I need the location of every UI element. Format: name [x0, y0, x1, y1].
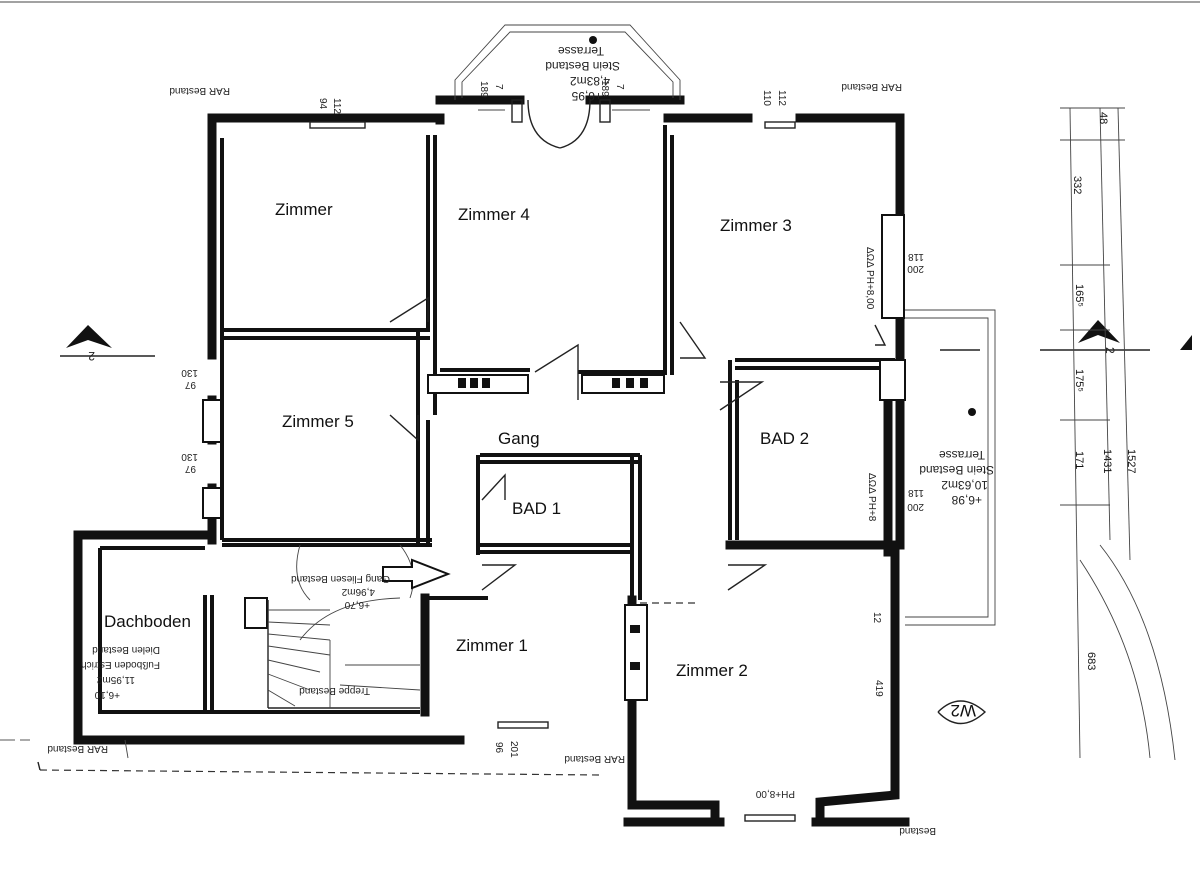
chain-1527: 1527	[1125, 449, 1137, 473]
room-zimmer: Zimmer	[275, 200, 333, 219]
rar-bottom-left: RAR Bestand	[47, 743, 108, 754]
right-terrace-area: 10,63m2	[941, 478, 988, 492]
dim-7-r: 7	[614, 84, 625, 90]
ph-right-top: ΔΩΔ PH+8,00	[864, 247, 875, 310]
room-dachboden: Dachboden	[104, 612, 191, 631]
right-terrace-text: +6,98 10,63m2 Stein Bestand Terrasse	[919, 448, 994, 507]
right-terrace-level: +6,98	[951, 493, 982, 507]
dachboden-note: +6,10 11,95m2 Fußboden Estrich Dielen Be…	[81, 644, 160, 700]
chain-332: 332	[1071, 176, 1083, 194]
dim-7-l: 7	[493, 84, 504, 90]
room-labels: Zimmer Zimmer 4 Zimmer 3 Zimmer 5 Gang B…	[104, 200, 809, 680]
room-bad-2: BAD 2	[760, 429, 809, 448]
chain-1431: 1431	[1101, 449, 1113, 473]
dim-110: 110	[761, 90, 772, 106]
misc-lines	[0, 1, 1200, 776]
dach-area: 11,95m2	[96, 674, 135, 685]
dim-200-b: 200	[907, 501, 924, 512]
room-zimmer-2: Zimmer 2	[676, 661, 748, 680]
w2-label: W2	[951, 701, 977, 720]
top-terrace-text: +6,95 4,83m2 Stein Bestand Terrasse	[545, 44, 620, 103]
ph-bottom: PH+8,00	[755, 788, 795, 799]
chain-48: 48	[1097, 112, 1109, 124]
dimension-texts: 112 94 189 7 189 7 110 112 118 200 118 2…	[181, 80, 924, 758]
gang-level: +6,70	[344, 599, 370, 610]
dim-94: 94	[317, 98, 328, 110]
rar-top-right: RAR Bestand	[841, 81, 902, 92]
room-zimmer-4: Zimmer 4	[458, 205, 530, 224]
stairs-label: Treppe Bestand	[299, 685, 370, 696]
dim-189-l: 189	[478, 81, 489, 98]
bestand-bottom-right: Bestand	[899, 825, 936, 836]
section-mark-right: 2	[1103, 347, 1117, 354]
dim-97-b: 97	[184, 463, 196, 474]
chain-683: 683	[1085, 652, 1097, 670]
dach-level: +6,10	[94, 689, 120, 700]
chain-165: 165⁵	[1073, 284, 1085, 307]
top-terrace-material: Stein Bestand	[545, 59, 620, 73]
staircase	[267, 544, 421, 709]
room-zimmer-3: Zimmer 3	[720, 216, 792, 235]
dach-floor: Fußboden Estrich	[81, 659, 160, 670]
fixtures	[244, 374, 665, 701]
dim-200-a: 200	[907, 263, 924, 274]
right-terrace-name: Terrasse	[939, 448, 985, 462]
dach-material: Dielen Bestand	[92, 644, 160, 655]
room-bad-1: BAD 1	[512, 499, 561, 518]
rar-bottom-center: RAR Bestand	[564, 753, 625, 764]
top-terrace-name: Terrasse	[558, 44, 604, 58]
ph-right-mid: ΔΩΔ PH+8	[866, 473, 877, 522]
dim-419: 419	[873, 680, 884, 697]
dim-118-b: 118	[908, 487, 924, 498]
top-terrace-level: +6,95	[571, 89, 602, 103]
room-zimmer-5: Zimmer 5	[282, 412, 354, 431]
windows	[202, 121, 906, 822]
gang-floor-note: Gang Fliesen Bestand	[291, 573, 390, 584]
section-mark-left: 2	[88, 349, 95, 363]
gang-area: 4,96m2	[341, 586, 375, 597]
dim-118-a: 118	[908, 251, 924, 262]
dimension-chain-texts: 48 332 165⁵ 175⁵ 171 1431 1527 683	[1071, 112, 1137, 670]
rar-top-left: RAR Bestand	[169, 85, 230, 96]
dimension-chain	[1060, 107, 1176, 761]
chain-171: 171	[1073, 451, 1085, 469]
room-gang: Gang	[498, 429, 540, 448]
gang-note: +6,70 4,96m2 Gang Fliesen Bestand	[291, 573, 390, 610]
dim-96: 96	[493, 742, 504, 754]
right-terrace-material: Stein Bestand	[919, 463, 994, 477]
top-terrace-area: 4,83m2	[570, 74, 610, 88]
dim-112-a: 112	[331, 98, 342, 114]
dim-189-r: 189	[599, 80, 610, 97]
dim-97-a: 97	[184, 379, 196, 390]
section-markers	[60, 320, 1192, 357]
dim-130-b: 130	[181, 451, 198, 462]
dim-112-b: 112	[776, 90, 787, 106]
door-swings	[389, 296, 887, 591]
top-terrace-bay	[454, 24, 681, 149]
outer-walls	[73, 95, 910, 827]
room-zimmer-1: Zimmer 1	[456, 636, 528, 655]
entrance-arrow	[382, 558, 451, 590]
dim-12: 12	[871, 612, 882, 624]
chain-175: 175⁵	[1073, 369, 1085, 392]
dim-201: 201	[508, 741, 519, 758]
dim-130-a: 130	[181, 367, 198, 378]
right-terrace	[905, 309, 996, 626]
